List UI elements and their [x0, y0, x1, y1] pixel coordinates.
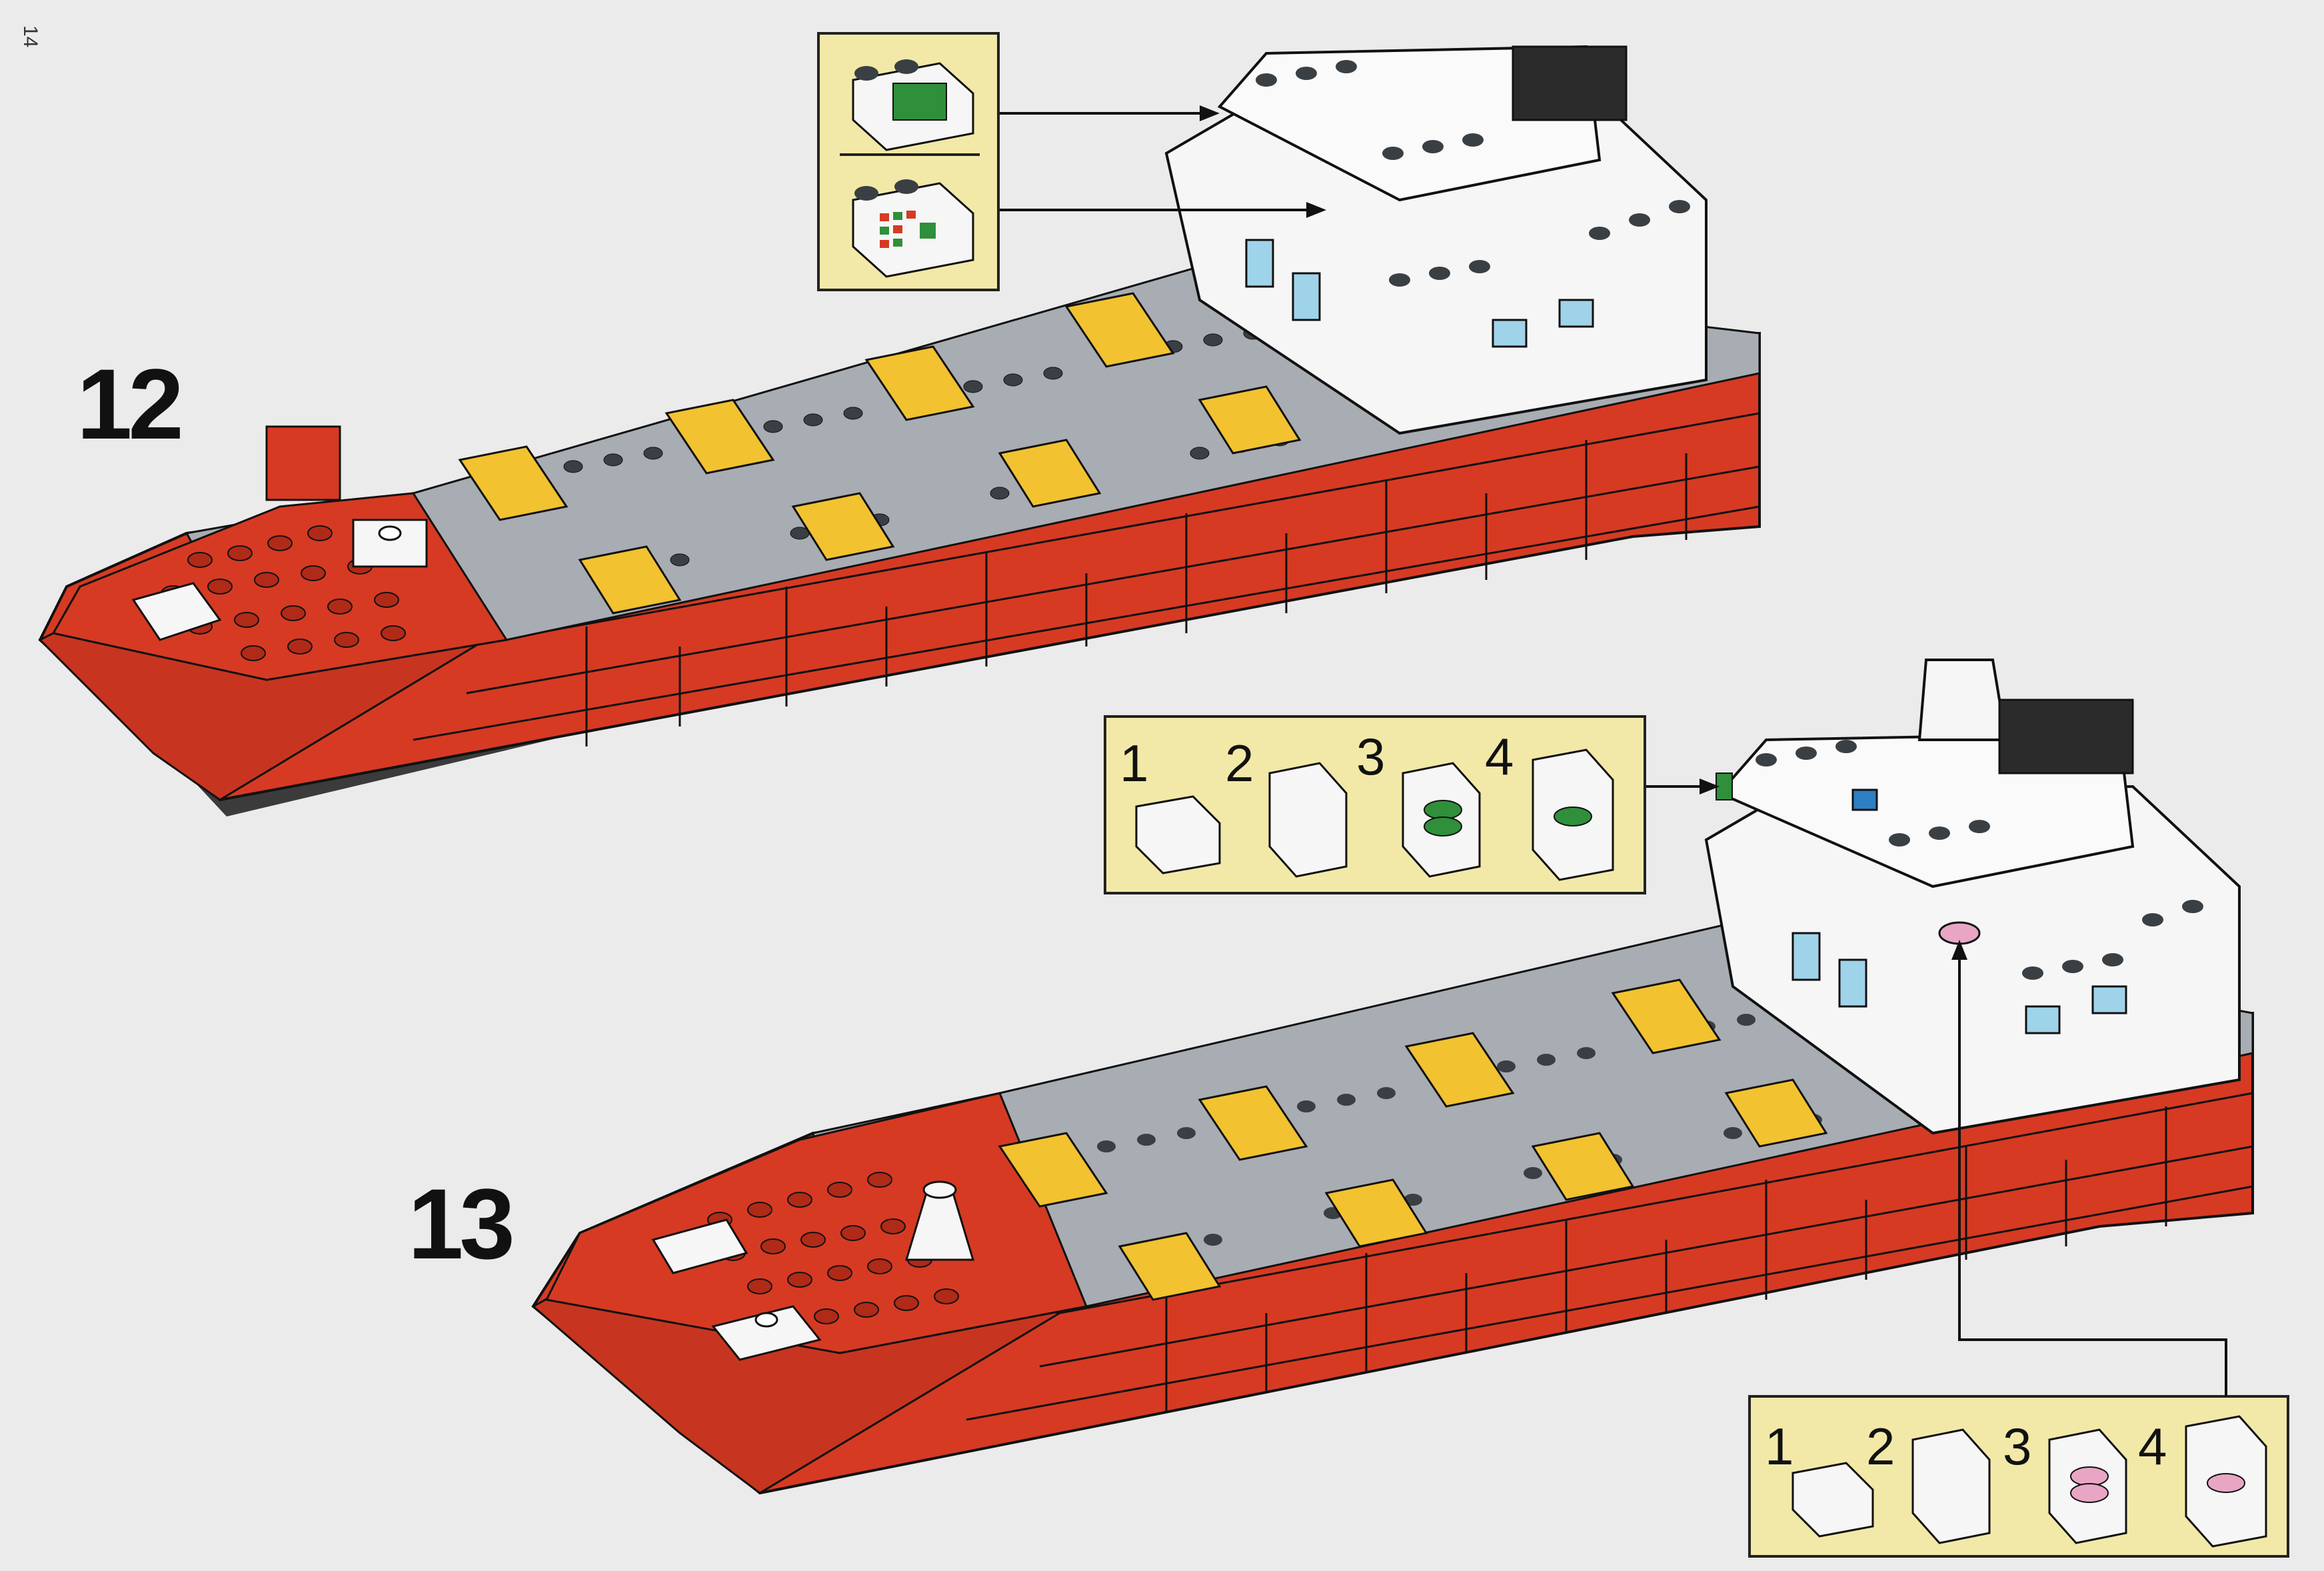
- sequence-part-2: [1911, 1428, 1991, 1544]
- part-stud: [894, 59, 918, 74]
- bridge-mast: [1917, 659, 2008, 741]
- control-panel-buttons: [880, 211, 936, 248]
- callout-step-13-lower: [1748, 940, 2289, 1558]
- callout-upper-label-1: 1: [1120, 734, 1149, 792]
- callout-lower-label-1: 1: [1765, 1417, 1794, 1476]
- cargo-bricks: [458, 292, 1302, 615]
- callout-lower-label-2: 2: [1866, 1417, 1895, 1476]
- window-3: [2025, 1005, 2061, 1034]
- ship-step-13: [531, 659, 2254, 1495]
- arrowhead: [1951, 940, 1967, 960]
- callout-upper-label-4: 4: [1485, 727, 1514, 786]
- bridge-studs: [1755, 740, 2203, 980]
- pink-ring: [2070, 1483, 2109, 1503]
- window-1: [1791, 932, 1821, 981]
- funnel-brick: [1512, 45, 1628, 121]
- window-1: [1245, 239, 1274, 288]
- cargo-bricks: [998, 978, 1828, 1301]
- bridge-studs: [1256, 60, 1690, 287]
- arrowhead: [1200, 105, 1220, 121]
- bow-studs: [707, 1172, 959, 1324]
- callout-step-13-upper: [1104, 715, 1720, 894]
- bow-deck: [545, 1092, 1088, 1354]
- step-number-13: 13: [408, 1168, 515, 1280]
- part-stud: [854, 66, 878, 81]
- hull-brick-lines: [413, 412, 1760, 747]
- part-stud: [894, 179, 918, 194]
- bow-studs: [161, 525, 406, 661]
- sequence-part-2: [1268, 762, 1348, 878]
- window-2: [1292, 272, 1321, 321]
- callout-lower-label-4: 4: [2138, 1417, 2167, 1476]
- callout-upper-label-3: 3: [1356, 727, 1386, 786]
- window-4: [1558, 299, 1594, 328]
- window-3: [1492, 319, 1528, 348]
- green-ring: [1424, 816, 1462, 836]
- ship-step-12: [38, 45, 1761, 816]
- sequence-part-1: [1791, 1462, 1874, 1538]
- green-ring: [1554, 806, 1592, 826]
- hull-brick-lines: [966, 1092, 2253, 1421]
- callout-upper-label-2: 2: [1225, 734, 1254, 792]
- computer-screen: [892, 83, 947, 121]
- callout-step-12: [817, 32, 1326, 291]
- part-stud: [854, 186, 878, 201]
- bow-tile-stud: [754, 1312, 778, 1328]
- sequence-part-1: [1135, 795, 1221, 874]
- bow-cone-top: [922, 1180, 957, 1199]
- bow-tile-stud: [378, 525, 402, 541]
- window-2: [1838, 958, 1867, 1008]
- funnel-brick: [1998, 699, 2134, 775]
- steering-seat: [1851, 788, 1878, 811]
- bow-post: [265, 425, 341, 501]
- bow-white-brick: [131, 582, 222, 641]
- step-number-12: 12: [77, 348, 184, 460]
- bow-white-brick: [651, 1218, 748, 1274]
- green-ring: [1424, 800, 1462, 820]
- pink-ring: [2070, 1466, 2109, 1486]
- bridge-step-13: [1704, 659, 2241, 1135]
- arrowhead: [1700, 779, 1720, 794]
- window-4: [2091, 985, 2127, 1014]
- callout-leader-line: [1958, 953, 2227, 1396]
- bridge-step-12: [1164, 45, 1708, 435]
- pink-ring: [2207, 1473, 2245, 1493]
- callout-lower-label-3: 3: [2003, 1417, 2032, 1476]
- control-panel-part: [852, 182, 974, 278]
- arrowhead: [1306, 202, 1326, 218]
